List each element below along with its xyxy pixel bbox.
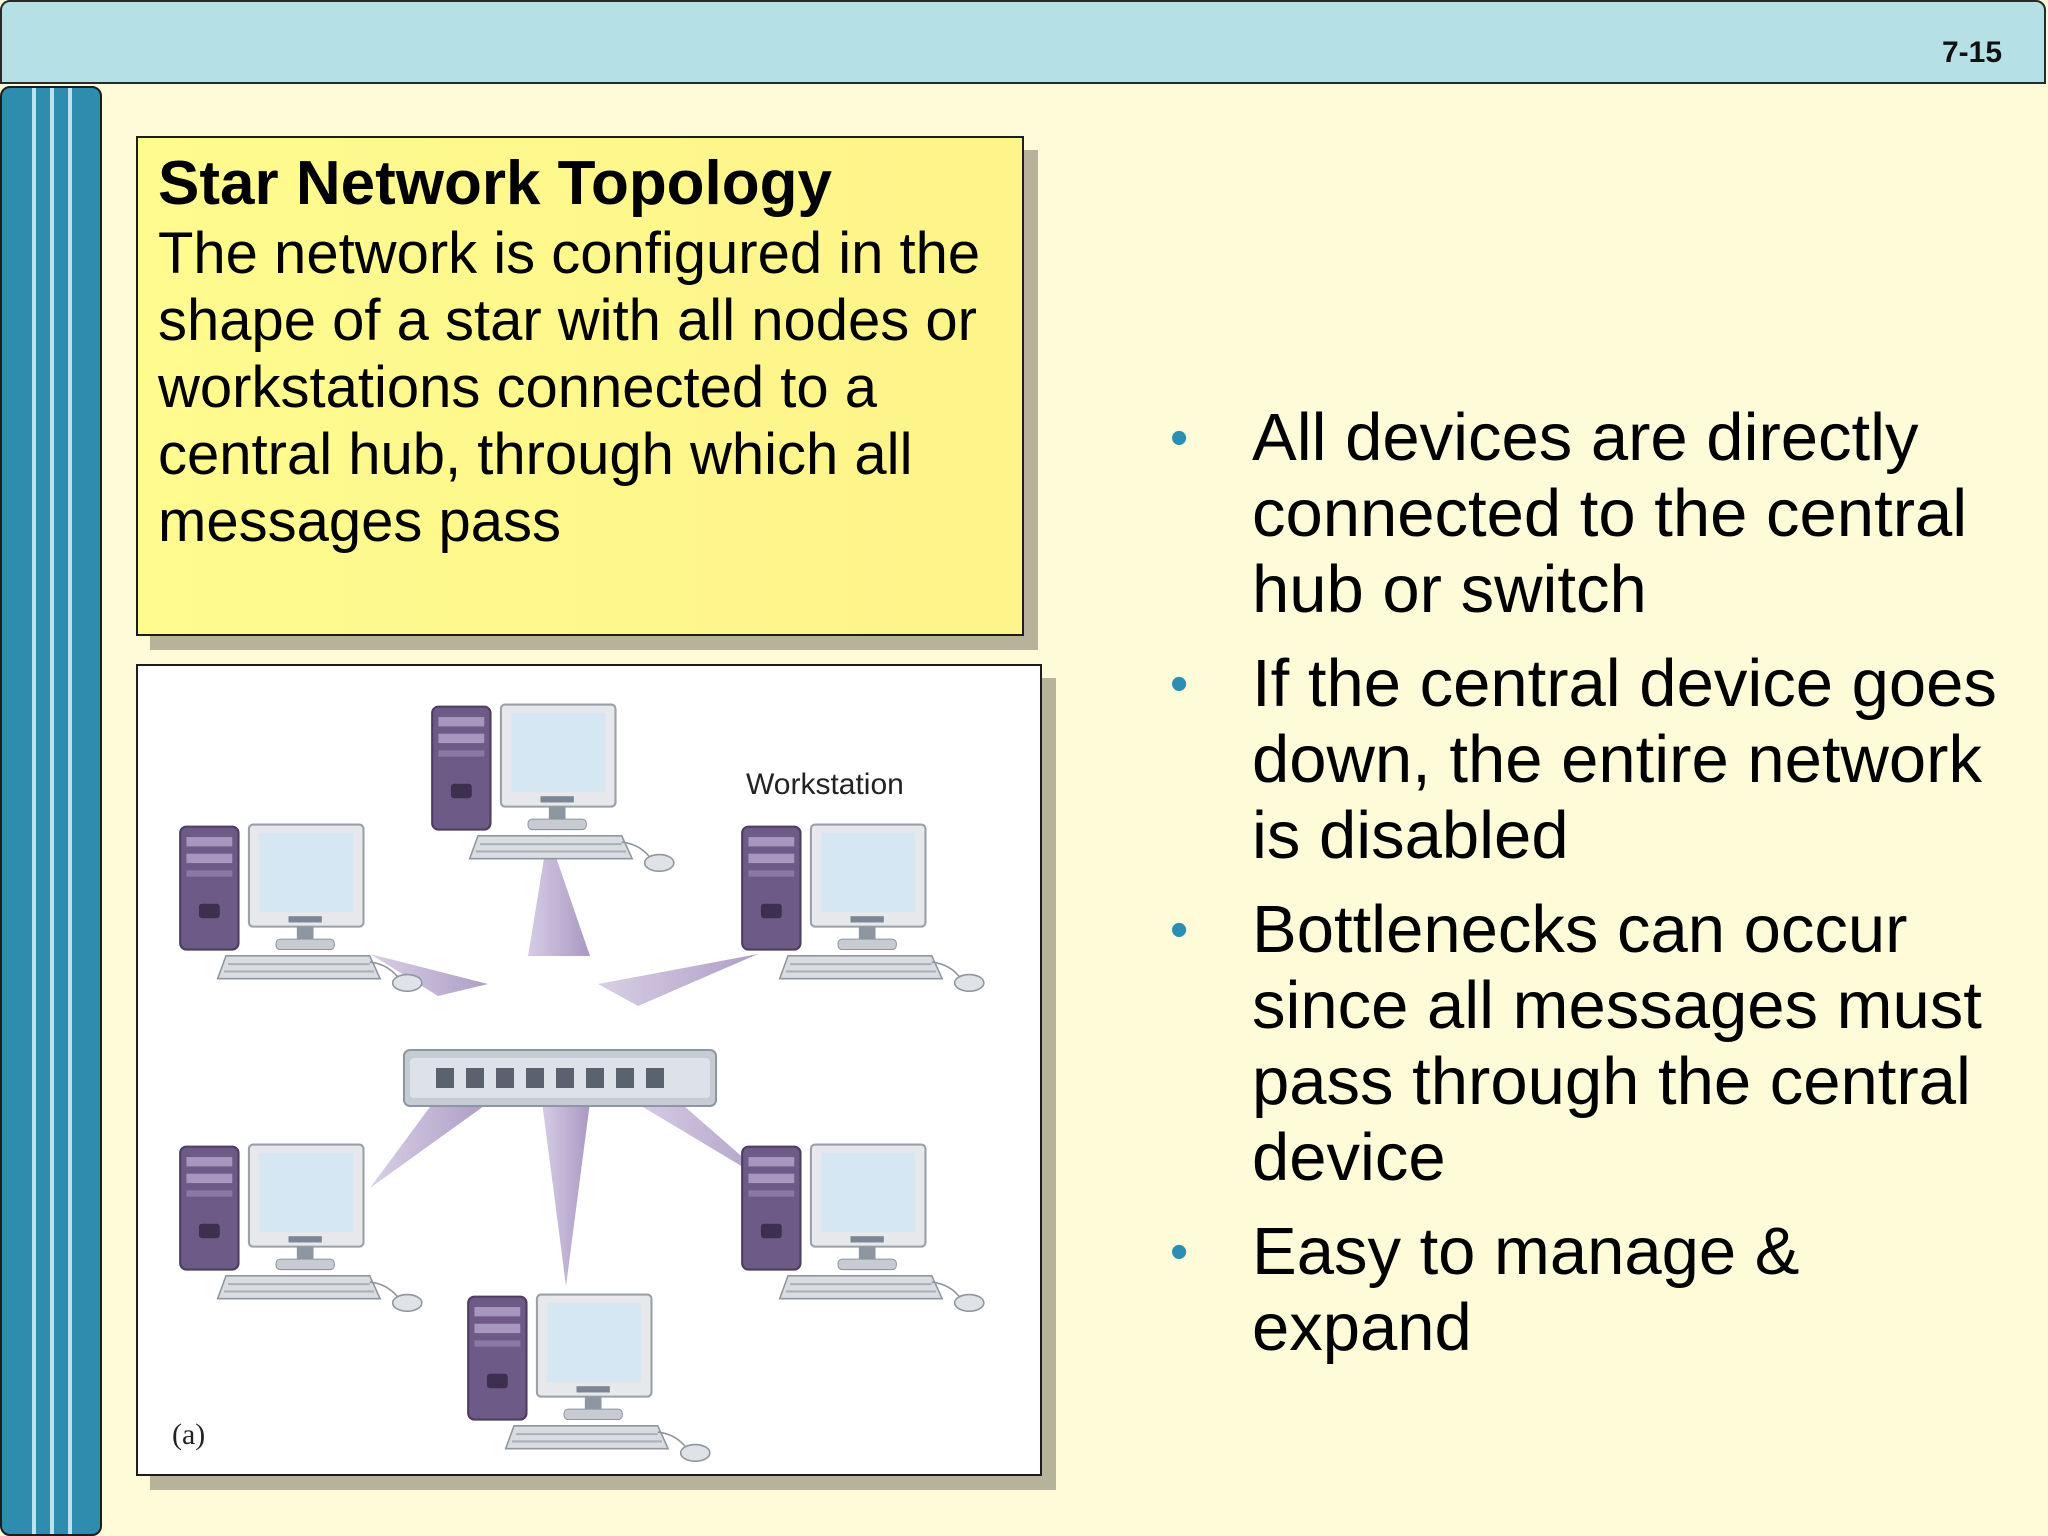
bullet-dot-icon: • — [1170, 409, 1189, 467]
bullet-text: All devices are directly connected to th… — [1252, 400, 1968, 627]
bullet-dot-icon: • — [1170, 655, 1189, 713]
hub-icon — [403, 1049, 717, 1107]
side-stripe — [32, 88, 36, 1534]
top-header-band: 7-15 — [0, 0, 2046, 84]
bullet-dot-icon: • — [1170, 1223, 1189, 1281]
star-diagram: Workstation (a) — [172, 703, 985, 1463]
workstation-icon-bottom — [467, 1293, 711, 1463]
workstation-label: Workstation — [746, 768, 904, 801]
left-side-band — [0, 86, 102, 1536]
slide-number: 7-15 — [1941, 36, 2002, 69]
workstation-icon-upper-right — [741, 823, 985, 993]
figure-panel-label: (a) — [172, 1418, 205, 1451]
workstation-icon-top — [431, 703, 675, 873]
star-topology-figure: Workstation (a) — [136, 664, 1042, 1476]
bullet-item: • Easy to manage & expand — [1160, 1214, 2020, 1366]
bullet-item: • All devices are directly connected to t… — [1160, 400, 2020, 628]
workstation-icon-upper-left — [179, 823, 423, 993]
bullet-text: Bottlenecks can occur since all messages… — [1252, 892, 1982, 1195]
bullet-item: • If the central device goes down, the en… — [1160, 646, 2020, 874]
bullet-text: If the central device goes down, the ent… — [1252, 646, 1997, 873]
bullet-text: Easy to manage & expand — [1252, 1214, 1800, 1365]
callout-title: Star Network Topology — [158, 149, 833, 218]
connection-rays — [370, 834, 778, 1286]
side-stripe — [50, 88, 54, 1534]
side-stripe — [68, 88, 72, 1534]
bullet-dot-icon: • — [1170, 901, 1189, 959]
definition-callout: Star Network Topology The network is con… — [136, 136, 1024, 636]
callout-body: The network is configured in the shape o… — [158, 221, 981, 554]
workstation-icon-lower-right — [741, 1143, 985, 1313]
bullet-item: • Bottlenecks can occur since all message… — [1160, 892, 2020, 1196]
bullet-list: • All devices are directly connected to t… — [1160, 400, 2020, 1384]
